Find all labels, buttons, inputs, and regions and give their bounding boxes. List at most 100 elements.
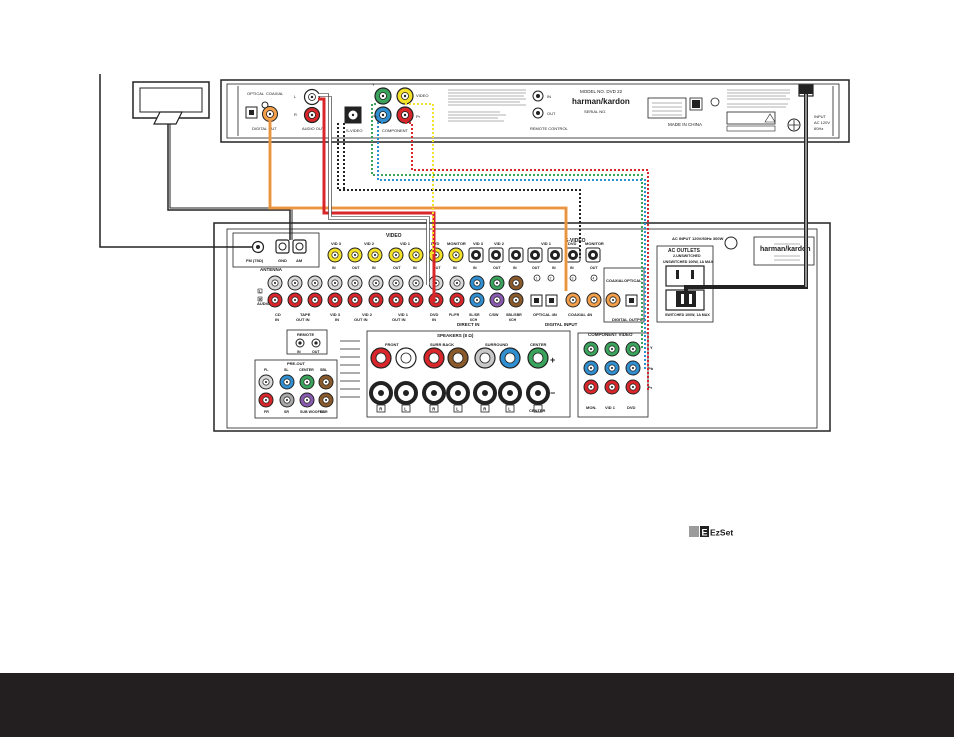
svideo-jack[interactable] xyxy=(527,247,543,263)
audio-jack-right[interactable] xyxy=(267,292,283,308)
audio-jack-right[interactable] xyxy=(408,292,424,308)
direct-in-jack[interactable] xyxy=(449,292,465,308)
preout-jack[interactable] xyxy=(318,374,334,390)
speakers-surround: SURROUND xyxy=(485,342,508,347)
dvd-svideo-label: S-VIDEO xyxy=(346,128,362,133)
audio-group-vid3-sub: IN xyxy=(335,317,339,322)
preout-jack[interactable] xyxy=(299,392,315,408)
audio-jack-right[interactable] xyxy=(428,292,444,308)
composite-video-jack[interactable] xyxy=(428,247,444,263)
video-sub-label: OUT xyxy=(352,266,360,270)
video-sub-label: OUT xyxy=(433,266,441,270)
audio-jack-right[interactable] xyxy=(287,292,303,308)
speaker-terminal[interactable]: L xyxy=(394,347,418,413)
component-video-title: COMPONENT VIDEO xyxy=(588,332,633,337)
composite-video-jack[interactable] xyxy=(408,247,424,263)
preout-jack[interactable] xyxy=(258,392,274,408)
digital-in-optical-label: OPTICAL 4N xyxy=(533,312,557,317)
preout-jack[interactable] xyxy=(279,374,295,390)
dvd-ac-label: AC 120V xyxy=(814,120,830,125)
direct-in-jack[interactable] xyxy=(489,275,505,291)
svideo-jack[interactable] xyxy=(508,247,524,263)
svideo-jack[interactable] xyxy=(488,247,504,263)
dvd-pr-label: Pr xyxy=(416,114,421,119)
dvd-made-in: MADE IN CHINA xyxy=(668,122,702,127)
svideo-sub-label: OUT xyxy=(493,266,501,270)
svideo-jack[interactable] xyxy=(547,247,563,263)
audio-label: AUDIO xyxy=(257,301,270,306)
speaker-channel-label: L xyxy=(456,407,459,412)
ac-outlet-unswitched[interactable] xyxy=(665,265,705,287)
svideo-sub-label: IN xyxy=(513,266,517,270)
audio-jack-left[interactable] xyxy=(327,275,343,291)
speaker-terminal[interactable]: L xyxy=(498,347,522,413)
direct-in-jack[interactable] xyxy=(449,275,465,291)
direct-in-jack[interactable] xyxy=(469,275,485,291)
speaker-channel-label: R xyxy=(379,407,382,412)
direct-in-jack[interactable] xyxy=(508,292,524,308)
preout-jack[interactable] xyxy=(279,392,295,408)
speaker-terminal[interactable]: L xyxy=(446,347,470,413)
preout-sr: SR xyxy=(284,410,289,414)
composite-video-jack[interactable] xyxy=(388,247,404,263)
direct-in-slsr: SL/SR xyxy=(469,313,480,317)
component-jack-y[interactable] xyxy=(625,341,641,357)
dvd-audio-out-label: AUDIO OUT xyxy=(302,126,325,131)
component-jack-y[interactable] xyxy=(583,341,599,357)
direct-in-jack[interactable] xyxy=(489,292,505,308)
preout-jack[interactable] xyxy=(318,392,334,408)
digital-out-coaxial-label: COAXIAL xyxy=(606,278,625,283)
svideo-jack[interactable] xyxy=(585,247,601,263)
connection-diagram: OPTICAL COAXIAL DIGITAL OUT L R AUDIO OU… xyxy=(99,74,850,538)
am-antenna-wire xyxy=(167,124,291,240)
audio-jack-left[interactable] xyxy=(408,275,424,291)
preout-jack[interactable] xyxy=(258,374,274,390)
digital-out-optical-label: OPTICAL xyxy=(624,278,642,283)
composite-video-jack[interactable] xyxy=(347,247,363,263)
direct-in-6ch-a: 6CH xyxy=(470,318,478,322)
audio-jack-left[interactable] xyxy=(388,275,404,291)
audio-jack-left[interactable] xyxy=(307,275,323,291)
audio-jack-right[interactable] xyxy=(368,292,384,308)
audio-jack-right[interactable] xyxy=(307,292,323,308)
direct-in-jack[interactable] xyxy=(469,292,485,308)
direct-in-jack[interactable] xyxy=(508,275,524,291)
component-jack-pb[interactable] xyxy=(625,360,641,376)
speaker-terminal[interactable]: R xyxy=(369,347,393,413)
speaker-terminal[interactable] xyxy=(526,347,550,413)
preout-jacks xyxy=(258,374,334,408)
component-jack-pr[interactable] xyxy=(625,379,641,395)
component-jack-pb[interactable] xyxy=(604,360,620,376)
component-jack-pr[interactable] xyxy=(583,379,599,395)
audio-jack-right[interactable] xyxy=(388,292,404,308)
speaker-center-label: CENTER xyxy=(529,408,546,413)
preout-center: CENTER xyxy=(299,368,314,372)
audio-jack-left[interactable] xyxy=(287,275,303,291)
remote-in-label: IN xyxy=(297,350,301,354)
audio-jack-left[interactable] xyxy=(428,275,444,291)
audio-l-label: L xyxy=(259,290,262,294)
ezset-label: EzSet xyxy=(710,528,733,538)
audio-jack-right[interactable] xyxy=(347,292,363,308)
component-jack-pr[interactable] xyxy=(604,379,620,395)
speaker-terminal[interactable]: R xyxy=(422,347,446,413)
component-jack-y[interactable] xyxy=(604,341,620,357)
audio-jack-left[interactable] xyxy=(368,275,384,291)
composite-video-jack[interactable] xyxy=(448,247,464,263)
component-jack-pb[interactable] xyxy=(583,360,599,376)
speaker-terminal[interactable]: R xyxy=(473,347,497,413)
preout-jack[interactable] xyxy=(299,374,315,390)
digital-in-coaxial-label: COAXIAL 4N xyxy=(568,312,592,317)
preout-sl: SL xyxy=(284,368,289,372)
audio-jack-left[interactable] xyxy=(347,275,363,291)
dvd-hz-label: 60Hz xyxy=(814,126,823,131)
svideo-jack[interactable] xyxy=(468,247,484,263)
audio-jack-right[interactable] xyxy=(327,292,343,308)
direct-in-sblsbr: SBL/SBR xyxy=(506,313,522,317)
svideo-jack[interactable] xyxy=(565,247,581,263)
audio-jack-left[interactable] xyxy=(267,275,283,291)
preout-title: PRE-OUT xyxy=(287,361,306,366)
svideo-row-dvd: DVD xyxy=(568,241,577,246)
composite-video-jack[interactable] xyxy=(327,247,343,263)
composite-video-jack[interactable] xyxy=(367,247,383,263)
